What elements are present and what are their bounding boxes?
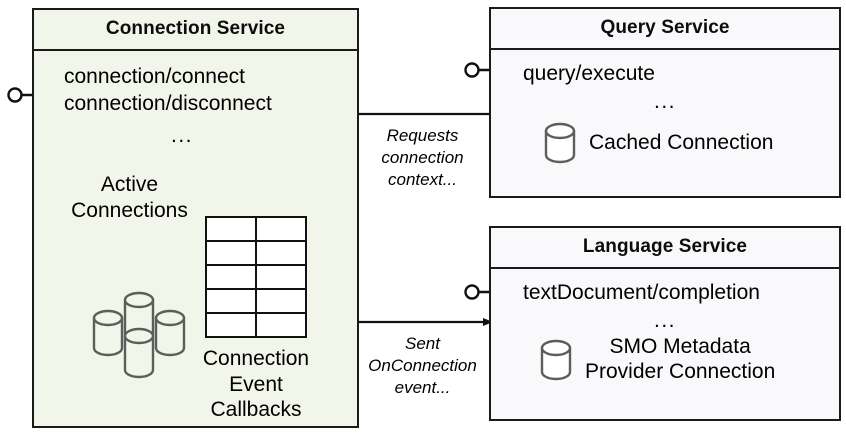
language-service-body: textDocument/completion ... SMO Metadata… <box>491 269 839 419</box>
artifact-label-line-1: SMO Metadata <box>609 335 751 358</box>
endpoint-connection-disconnect: connection/disconnect <box>64 92 272 116</box>
connection-event-callbacks-table <box>205 216 307 338</box>
database-cluster-icon <box>92 291 186 379</box>
language-service-title: Language Service <box>491 228 839 269</box>
connection-service-body: connection/connect connection/disconnect… <box>34 51 357 426</box>
edge-label-line-2: connection <box>381 148 464 168</box>
component-language-service[interactable]: Language Service textDocument/completion… <box>489 226 841 421</box>
connection-service-endpoints: connection/connect connection/disconnect <box>64 63 272 118</box>
connection-service-endpoint-ellipsis: ... <box>170 124 193 147</box>
connection-service-title: Connection Service <box>34 10 357 51</box>
component-connection-service[interactable]: Connection Service connection/connect co… <box>32 8 359 428</box>
query-service-endpoint-ellipsis: ... <box>653 90 676 113</box>
edge-label-line-3: event... <box>394 378 451 398</box>
query-service-title: Query Service <box>491 9 839 50</box>
cached-connection-label: Cached Connection <box>589 130 774 154</box>
connection-event-callbacks-label: Connection Event Callbacks <box>202 347 310 422</box>
edge-label-line-2: OnConnection <box>368 356 477 376</box>
endpoint-textdocument-completion: textDocument/completion <box>523 281 760 304</box>
database-cylinder-icon <box>540 339 572 380</box>
language-service-artifact: SMO Metadata Provider Connection <box>539 335 775 385</box>
smo-metadata-provider-connection-label: SMO Metadata Provider Connection <box>585 335 775 385</box>
query-service-artifact: Cached Connection <box>543 120 773 166</box>
endpoint-connection-connect: connection/connect <box>64 65 245 88</box>
edge-label-line-1: Sent <box>405 334 440 353</box>
database-cylinder-icon <box>544 122 576 164</box>
active-connections-label: Active Connections <box>71 173 188 222</box>
component-query-service[interactable]: Query Service query/execute ... Cached C… <box>489 7 841 198</box>
query-service-body: query/execute ... Cached Connection <box>491 50 839 196</box>
edge-label-requests-connection-context: Requests connection context... <box>361 125 484 191</box>
endpoint-query-execute: query/execute <box>523 62 655 85</box>
language-service-endpoint-ellipsis: ... <box>653 309 676 332</box>
edge-label-line-1: Requests <box>386 126 459 145</box>
artifact-label-line-2: Provider Connection <box>585 359 776 383</box>
edge-label-sent-onconnection-event: Sent OnConnection event... <box>361 333 484 399</box>
edge-label-line-3: context... <box>388 170 457 190</box>
